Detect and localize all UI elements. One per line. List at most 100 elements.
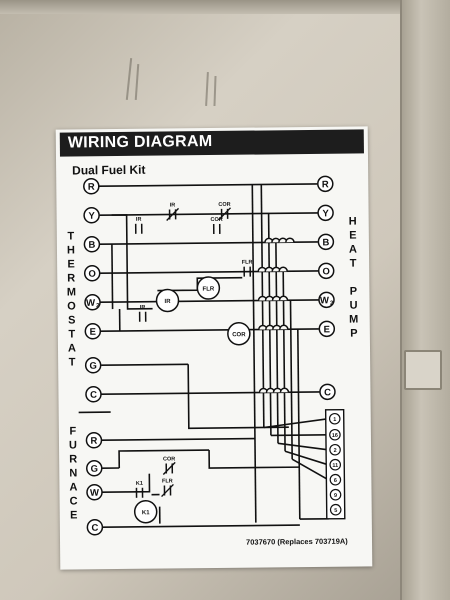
wire [102, 524, 300, 528]
heat-pump-terminal-b-label: B [322, 237, 329, 248]
thermostat-label-letter: O [67, 300, 76, 312]
terminal-block-pin-label: 11 [332, 463, 338, 469]
heat-pump-label-letter: A [349, 243, 357, 255]
wire-crossover [279, 324, 289, 330]
thermostat-label-letter: S [68, 314, 75, 326]
ir-coil-label: IR [164, 299, 171, 305]
heat-pump-terminal-r-label: R [322, 179, 329, 190]
thermostat-terminal-y: Y [83, 207, 100, 224]
panel-latch [404, 350, 442, 390]
heat-pump-label-letter: E [349, 230, 356, 242]
heat-pump-terminal-w2-sub: 2 [330, 301, 334, 307]
wire [187, 364, 289, 430]
terminal-block-pin-ring [329, 458, 342, 471]
heat-pump-terminal-c-label: C [324, 387, 331, 398]
flr-coil-label: FLR [203, 286, 215, 292]
terminal-block-pin-ring [329, 503, 342, 516]
heat-pump-terminal-e-label: E [324, 324, 330, 335]
thermostat-terminal-b: B [83, 236, 101, 253]
thermostat-terminal-o-label: O [88, 269, 96, 280]
heat-pump-terminal-e: E [318, 320, 336, 338]
k1-coil-label: K1 [142, 510, 150, 516]
cor-contact-2-label: COR [211, 217, 223, 223]
thermostat-label-letter: H [67, 244, 75, 256]
terminal-block-pin-ring [329, 443, 341, 456]
heat-pump-terminal-o: O [317, 262, 335, 280]
terminal-block-pin-9: 9 [329, 488, 342, 501]
heat-pump-terminal-o-label: O [322, 266, 330, 277]
thermostat-label-letter: E [67, 258, 74, 270]
thermostat-terminal-y-label: Y [88, 211, 95, 222]
wire-crossover [278, 295, 289, 301]
wire [291, 458, 329, 481]
thermostat-terminal-r-label: R [88, 182, 95, 193]
wire [289, 300, 293, 460]
cor-contact-3: COR [162, 456, 176, 476]
wire [111, 214, 153, 310]
wire-crossover [279, 387, 290, 393]
terminal-block-pin-label: 1 [333, 417, 336, 423]
thermostat-terminal-b-label: B [88, 240, 95, 251]
heat-pump-terminal-y-label: Y [322, 208, 329, 219]
wire [297, 329, 301, 520]
heat-pump-terminal-c-ring [319, 383, 336, 401]
furnace-label-letter: A [69, 481, 77, 493]
cor-contact-3-slash [162, 461, 176, 476]
flr-contact-1-label: FLR [242, 260, 253, 266]
furnace-terminal-w: W [86, 484, 103, 501]
wire [100, 270, 319, 274]
heat-pump-terminal-o-ring [317, 262, 335, 280]
heat-pump-label-letter: U [350, 299, 358, 311]
wire-crossover [278, 266, 288, 272]
thermostat-terminal-o-ring [83, 265, 101, 282]
wire [277, 442, 329, 451]
flr-contact-2-slash [161, 483, 174, 498]
heat-pump-terminal-c: C [319, 383, 336, 401]
wire [208, 450, 300, 469]
cor-contact-1: COR [218, 202, 232, 221]
furnace-terminal-g-ring [86, 460, 103, 477]
heat-pump-label-letter: M [349, 313, 358, 325]
heat-pump-label-letter: P [350, 285, 357, 297]
thermostat-label-letter: R [67, 272, 75, 284]
terminal-block-pin-label: 2 [334, 448, 337, 454]
heat-pump-terminal-b: B [317, 233, 335, 251]
thermostat-terminal-c: C [85, 386, 102, 403]
wire [101, 437, 255, 441]
thermostat-label-letter: T [68, 328, 75, 340]
terminal-block-pin-6: 6 [329, 473, 342, 486]
heat-pump-label-letter: P [350, 327, 357, 339]
ir-contact-2: IR [166, 202, 180, 221]
flr-coil-circle [196, 276, 221, 300]
thermostat-label-letter: T [69, 356, 76, 368]
k1-coil: K1 [133, 499, 158, 524]
furnace-terminal-g-label: G [91, 464, 99, 475]
wire [284, 450, 329, 466]
terminal-block-pin-2: 2 [329, 443, 341, 456]
heat-pump-terminal-y-ring [317, 204, 334, 222]
thermostat-terminal-g: G [84, 357, 102, 374]
thermostat-label-letter: A [68, 342, 76, 354]
heat-pump-label-letter: H [349, 215, 357, 227]
thermostat-terminal-g-ring [84, 357, 102, 374]
flr-contact-2-label: FLR [162, 478, 173, 484]
furnace-terminal-c: C [86, 519, 104, 536]
wire [260, 184, 265, 428]
furnace-terminal-c-ring [86, 519, 104, 536]
wire [101, 391, 320, 395]
panel-top-edge [0, 0, 450, 14]
terminal-block-pin-label: 5 [334, 508, 337, 514]
wire-crossover [285, 237, 295, 243]
furnace-terminal-r-label: R [90, 436, 97, 447]
wire [267, 213, 272, 436]
k1-contact-label: K1 [136, 481, 143, 487]
furnace-label-letter: F [69, 425, 76, 437]
terminal-block-pin-11: 11 [329, 458, 342, 471]
thermostat-terminal-e: E [84, 323, 102, 340]
ir-contact-1: IR [134, 217, 143, 234]
